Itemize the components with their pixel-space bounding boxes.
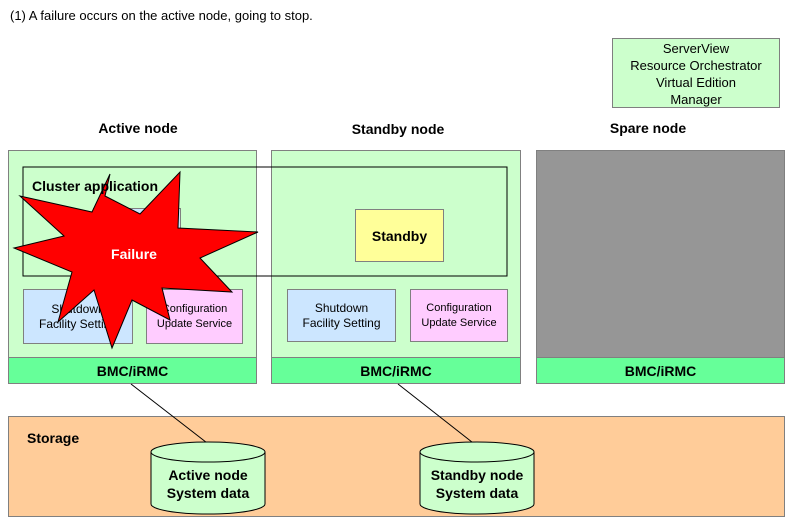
spare-node-box bbox=[536, 150, 785, 384]
manager-line: Virtual Edition bbox=[656, 75, 736, 90]
active-node-title: Active node bbox=[98, 120, 178, 136]
standby-config-line2: Update Service bbox=[421, 316, 497, 329]
manager-line: ServerView bbox=[662, 41, 730, 56]
spare-node-title: Spare node bbox=[609, 120, 687, 136]
failure-label: Failure bbox=[111, 246, 157, 262]
standby-node-title: Standby node bbox=[351, 121, 445, 137]
active-system-data-cylinder bbox=[150, 441, 266, 515]
standby-system-data-line1: Standby node bbox=[430, 467, 524, 483]
cluster-application-label: Cluster application bbox=[32, 178, 159, 194]
standby-system-data-label: Standby node System data bbox=[420, 466, 534, 502]
standby-app-box: Standby bbox=[355, 209, 444, 262]
active-config-line2: Update Service bbox=[156, 317, 233, 330]
standby-bmc: BMC/iRMC bbox=[271, 357, 521, 384]
standby-bmc-storage-line bbox=[397, 383, 478, 447]
storage-label: Storage bbox=[27, 430, 80, 446]
active-config-line1: Configuration bbox=[161, 302, 228, 315]
standby-config-line1: Configuration bbox=[426, 301, 492, 314]
standby-config-update-service: Configuration Update Service bbox=[410, 289, 508, 342]
active-system-data-line1: Active node bbox=[168, 467, 248, 483]
figure-caption: (1) A failure occurs on the active node,… bbox=[10, 8, 313, 23]
standby-system-data-cylinder bbox=[419, 441, 535, 515]
cluster-application-box bbox=[22, 166, 508, 277]
manager-line: Manager bbox=[670, 92, 722, 107]
storage-box bbox=[8, 416, 785, 517]
failure-starburst-icon bbox=[12, 170, 259, 350]
standby-shutdown-facility: Shutdown Facility Setting bbox=[287, 289, 396, 342]
manager-box: ServerView Resource Orchestrator Virtual… bbox=[612, 38, 780, 108]
standby-shutdown-line1: Shutdown bbox=[314, 300, 369, 315]
standby-node-box bbox=[271, 150, 521, 384]
active-system-data-label: Active node System data bbox=[151, 466, 265, 502]
active-system-data-line2: System data bbox=[166, 485, 250, 501]
standby-system-data-line2: System data bbox=[435, 485, 519, 501]
manager-line: Resource Orchestrator bbox=[630, 58, 762, 73]
standby-shutdown-line2: Facility Setting bbox=[302, 315, 381, 330]
spare-bmc: BMC/iRMC bbox=[536, 357, 785, 384]
active-bmc: BMC/iRMC bbox=[8, 357, 257, 384]
active-bmc-storage-line bbox=[130, 383, 212, 447]
